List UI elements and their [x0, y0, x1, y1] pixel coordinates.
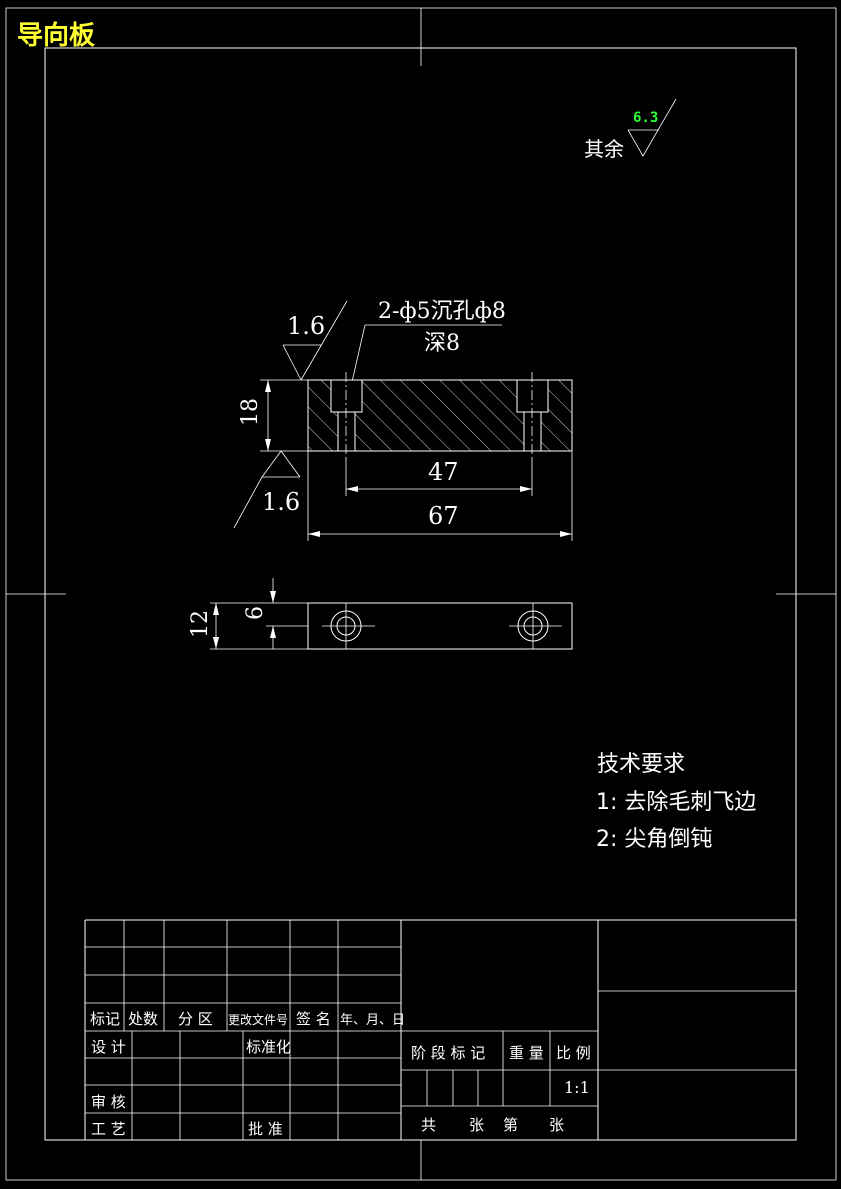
tb-change-doc: 更改文件号	[228, 1012, 288, 1027]
surface-finish-bottom-value: 1.6	[262, 488, 300, 516]
dim-offset: 6	[243, 606, 268, 620]
tb-page: 第	[503, 1116, 518, 1134]
tb-process: 工 艺	[91, 1120, 126, 1138]
dim-width-lines	[210, 602, 308, 650]
tb-design: 设 计	[91, 1038, 126, 1056]
tb-count: 处数	[128, 1010, 158, 1028]
tb-signature: 签 名	[296, 1010, 331, 1028]
hole-note-line1: 2-ф5沉孔ф8	[378, 299, 506, 324]
tb-stage-mark: 阶 段 标 记	[411, 1044, 485, 1062]
drawing-frame	[44, 47, 797, 1141]
surface-finish-rest-value: 6.3	[633, 110, 658, 126]
surface-finish-top-value: 1.6	[287, 312, 325, 340]
surface-finish-bottom-symbol	[233, 450, 301, 529]
title-block	[84, 919, 796, 1140]
tb-sheet: 张	[549, 1116, 564, 1134]
surface-finish-rest-label: 其余	[584, 137, 624, 161]
tb-scale-value: 1:1	[564, 1078, 590, 1097]
tb-date: 年、月、日	[340, 1013, 405, 1028]
surface-finish-rest-symbol	[627, 98, 677, 157]
tb-total: 共	[421, 1116, 436, 1134]
outer-border	[5, 7, 837, 1181]
tb-sheets: 张	[469, 1116, 484, 1134]
tb-weight: 重 量	[509, 1044, 544, 1062]
tb-review: 审 核	[91, 1093, 126, 1111]
section-view	[307, 372, 573, 458]
dim-width: 12	[188, 610, 213, 638]
dim-hole-spacing-lines	[345, 458, 533, 496]
tb-zone: 分 区	[178, 1010, 213, 1028]
tb-scale: 比 例	[556, 1044, 591, 1062]
dim-height: 18	[238, 398, 263, 426]
tech-req-item: 1: 去除毛刺飞边	[596, 790, 756, 815]
tb-standardize: 标准化	[246, 1038, 291, 1056]
tech-req-item: 2: 尖角倒钝	[596, 827, 712, 852]
tech-req-heading: 技术要求	[597, 752, 685, 777]
dim-length: 67	[428, 502, 459, 530]
hole-note-line2: 深8	[424, 331, 460, 356]
tb-approve: 批 准	[248, 1120, 283, 1138]
dim-offset-lines	[266, 578, 308, 649]
dim-hole-spacing: 47	[428, 458, 459, 486]
dim-height-lines	[260, 379, 308, 452]
dim-length-lines	[307, 451, 573, 541]
top-view	[307, 602, 573, 650]
drawing-title: 导向板	[17, 20, 95, 51]
surface-finish-top-symbol	[282, 300, 348, 381]
tb-mark: 标记	[90, 1010, 120, 1028]
